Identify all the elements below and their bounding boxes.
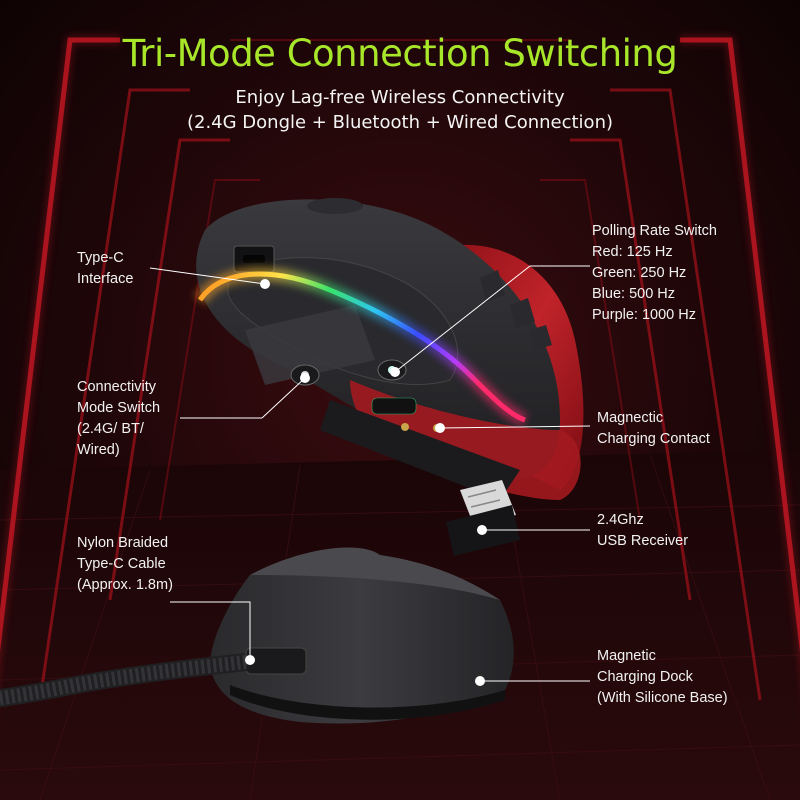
callout-text: Connectivity <box>77 379 156 395</box>
callout-text: Polling Rate Switch <box>592 223 717 239</box>
callout-text: (2.4G/ BT/ <box>77 421 144 437</box>
callout-connectivity-switch: Connectivity Mode Switch (2.4G/ BT/ Wire… <box>77 377 160 461</box>
callout-text: Type-C <box>77 250 124 266</box>
charging-dock <box>0 547 514 724</box>
callout-text: 2.4Ghz <box>597 512 644 528</box>
headline-title: Tri-Mode Connection Switching <box>122 32 678 75</box>
gaming-mouse <box>194 198 584 500</box>
callout-text: Mode Switch <box>77 400 161 416</box>
callout-polling-rate: Polling Rate Switch Red: 125 Hz Green: 2… <box>592 221 717 326</box>
callout-text: Magnectic <box>597 410 664 426</box>
callout-text: (Approx. 1.8m) <box>77 577 173 593</box>
headline-subtitle-line2: (2.4G Dongle + Bluetooth + Wired Connect… <box>186 112 614 133</box>
callout-text: (With Silicone Base) <box>597 690 728 706</box>
callout-text: Type-C Cable <box>77 556 166 572</box>
callout-text: Magnetic <box>597 648 656 664</box>
callout-text: Green: 250 Hz <box>592 265 687 281</box>
callout-text: Wired) <box>77 442 120 458</box>
callout-text: Charging Contact <box>597 431 710 447</box>
callout-usb-receiver: 2.4Ghz USB Receiver <box>597 510 688 552</box>
callout-type-c: Type-C Interface <box>77 248 133 290</box>
callout-text: Red: 125 Hz <box>592 244 673 260</box>
callout-charging-contact: Magnectic Charging Contact <box>597 408 710 450</box>
callout-text: Blue: 500 Hz <box>592 286 676 302</box>
callout-text: Interface <box>77 271 134 287</box>
headline-subtitle-line1: Enjoy Lag-free Wireless Connectivity <box>235 87 565 108</box>
callout-charging-dock: Magnetic Charging Dock (With Silicone Ba… <box>597 646 728 709</box>
callout-text: Purple: 1000 Hz <box>592 307 696 323</box>
callout-text: Charging Dock <box>597 669 693 685</box>
callout-text: USB Receiver <box>597 533 689 549</box>
callout-nylon-cable: Nylon Braided Type-C Cable (Approx. 1.8m… <box>77 533 173 596</box>
callout-text: Nylon Braided <box>77 535 169 551</box>
